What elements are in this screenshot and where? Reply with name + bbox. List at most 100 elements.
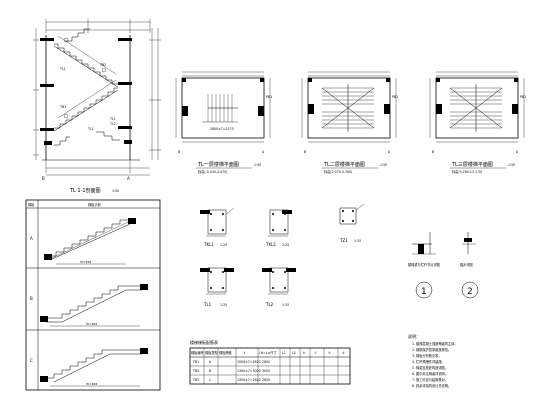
note-line: 8. 其余详结构设计总说明。 <box>412 383 451 388</box>
svg-text:TB2: TB2 <box>99 63 106 67</box>
beam-tkl2-scale: 1:25 <box>282 243 289 247</box>
plan1-note: 标高(-0.030-2.070) <box>198 169 227 174</box>
rebar-schedule: 楼梯梯板配筋表 梯板编号 梯板类型 梯板跨度 L LH=L×尺寸 L1 L2 h… <box>189 339 351 385</box>
detail-2-title: 踏步详图 <box>460 262 473 267</box>
svg-text:A: A <box>388 150 391 154</box>
beam-tl2: TL2 1:25 <box>262 267 296 307</box>
schedule-cell: 2800 <box>262 360 270 364</box>
plan1-title: TL一层楼梯平面图 <box>197 161 239 168</box>
plan1-scale: 1:50 <box>254 163 261 167</box>
stair-type-span-b: ln=xxx <box>86 322 97 326</box>
schedule-cell: TB3 <box>192 378 199 382</box>
detail-2-id: 2 <box>467 287 473 297</box>
section-view: TB1 TB2 TL1 TL2 TL1 TL1 B A TL 1-1剖面图 1:… <box>33 19 161 194</box>
svg-text:TL1: TL1 <box>87 127 94 131</box>
detail-2-marker <box>461 281 479 299</box>
beam-tkl1-scale: 1:25 <box>220 243 227 247</box>
svg-text:A: A <box>127 176 130 181</box>
beam-tkl1-name: TKL1 <box>203 242 214 247</box>
detail-1-title: 楼梯梁与栏杆节点详图 <box>408 262 440 267</box>
stair-type-span-a: ln=xxx <box>80 260 91 264</box>
schedule-header: ③ <box>342 351 345 355</box>
note-line: 7. 施工时应与建施核对。 <box>412 377 448 382</box>
schedule-header: h <box>303 351 305 355</box>
beam-tkl1: TKL1 1:25 <box>200 207 235 247</box>
stair-plan-1: 2800×7=2170 PB1 B A TL一层楼梯平面图 1:50 标高(-0… <box>175 71 272 174</box>
svg-text:TB1: TB1 <box>59 105 66 109</box>
plan2-scale: 1:50 <box>380 163 387 167</box>
note-line: 1. 楼梯混凝土强度等级同主体。 <box>412 341 458 346</box>
column-tz1-name: TZ1 <box>339 238 348 243</box>
schedule-cell: 1300×7=2620 <box>237 378 261 382</box>
svg-text:TL2: TL2 <box>109 122 116 126</box>
plan3-scale: 1:50 <box>508 163 515 167</box>
schedule-header: 梯板跨度 <box>219 350 233 355</box>
schedule-cell: 1000×7=2620 <box>237 360 261 364</box>
svg-text:2800×7=2170: 2800×7=2170 <box>210 127 234 131</box>
beam-tl2-name: TL2 <box>265 302 274 307</box>
schedule-cell: TB1 <box>192 360 199 364</box>
plan2-side-label: PB1 <box>392 95 398 99</box>
schedule-cell: A <box>209 360 212 364</box>
schedule-header: L <box>244 351 246 355</box>
svg-text:A: A <box>262 150 265 154</box>
section-scale: 1:50 <box>112 189 119 193</box>
svg-text:B: B <box>42 176 45 181</box>
detail-1-id: 1 <box>421 287 427 297</box>
schedule-cell: B <box>209 369 211 373</box>
schedule-cell: 3000 <box>262 369 270 373</box>
stair-type-row-c: C <box>30 358 33 363</box>
detail-1-marker <box>415 281 433 299</box>
beam-tl2-scale: 1:25 <box>282 303 289 307</box>
schedule-cell: 2620 <box>262 378 270 382</box>
plan1-side-label: PB1 <box>266 95 272 99</box>
note-line: 6. 图中未注明者详说明。 <box>412 371 448 376</box>
stair-type-header-2: 梯板示例 <box>88 202 101 207</box>
notes-title: 说明： <box>408 333 420 339</box>
stair-type-row-a: A <box>30 236 33 241</box>
note-line: 2. 钢筋保护层厚度按规范。 <box>412 347 451 352</box>
general-notes: 说明： 1. 楼梯混凝土强度等级同主体。 2. 钢筋保护层厚度按规范。 3. 梯… <box>408 333 458 388</box>
stair-type-header-1: 梯板 <box>28 202 35 207</box>
stair-type-span-c: ln=xxx <box>86 382 97 386</box>
schedule-header: 梯板类型 <box>205 350 219 355</box>
svg-text:A: A <box>516 150 519 154</box>
stair-type-row-b: B <box>30 296 33 301</box>
schedule-header: L2 <box>292 351 296 355</box>
stair-type-table: 梯板 梯板示例 A ln=xxx B ln=xxx C ln=xxx <box>25 199 161 391</box>
beam-tl1: TL1 1:25 <box>200 267 234 307</box>
section-title: TL 1-1剖面图 <box>69 187 101 194</box>
schedule-cell: 1300×7=3000 <box>237 369 261 373</box>
beam-tl1-scale: 1:25 <box>220 303 227 307</box>
schedule-cell: TB2 <box>192 369 199 373</box>
schedule-cell: C <box>209 378 212 382</box>
note-line: 3. 梯板分布筋见表。 <box>412 353 442 358</box>
note-line: 5. 梯梁支座处构造详图。 <box>412 365 448 370</box>
stair-plan-2: PB1 B A TL二层楼梯平面图 1:50 标高(2.070-5.760) <box>301 71 398 174</box>
schedule-header: LH=L×尺寸 <box>259 350 277 355</box>
beam-tkl2-name: TKL2 <box>265 242 276 247</box>
schedule-header: 梯板编号 <box>191 350 204 355</box>
column-tz1-scale: 1:25 <box>354 239 361 243</box>
plan3-title: TL三层楼梯平面图 <box>451 161 493 168</box>
schedule-header: ① <box>314 351 317 355</box>
detail-2: 踏步详图 2 <box>460 232 479 299</box>
plan2-title: TL二层楼梯平面图 <box>323 161 365 168</box>
schedule-header: L1 <box>282 351 286 355</box>
column-tz1: TZ1 1:25 <box>339 203 365 243</box>
svg-text:B: B <box>432 150 434 154</box>
svg-text:TL1: TL1 <box>109 117 116 121</box>
schedule-title: 楼梯梯板配筋表 <box>190 339 218 345</box>
beam-tkl2: TKL2 1:25 <box>265 209 292 247</box>
plan2-note: 标高(2.070-5.760) <box>324 169 352 174</box>
svg-text:B: B <box>304 150 306 154</box>
note-line: 4. 栏杆预埋件详建施。 <box>412 359 445 364</box>
plan3-note: 标高(5.760-13.170) <box>452 169 482 174</box>
svg-text:TL1: TL1 <box>59 67 66 71</box>
schedule-header: ② <box>328 351 331 355</box>
stair-plan-3: PB1 B A TL三层楼梯平面图 1:50 标高(5.760-13.170) <box>429 71 526 174</box>
beam-tl1-name: TL1 <box>203 302 212 307</box>
detail-1: 楼梯梁与栏杆节点详图 1 <box>408 232 440 299</box>
svg-text:B: B <box>178 150 180 154</box>
